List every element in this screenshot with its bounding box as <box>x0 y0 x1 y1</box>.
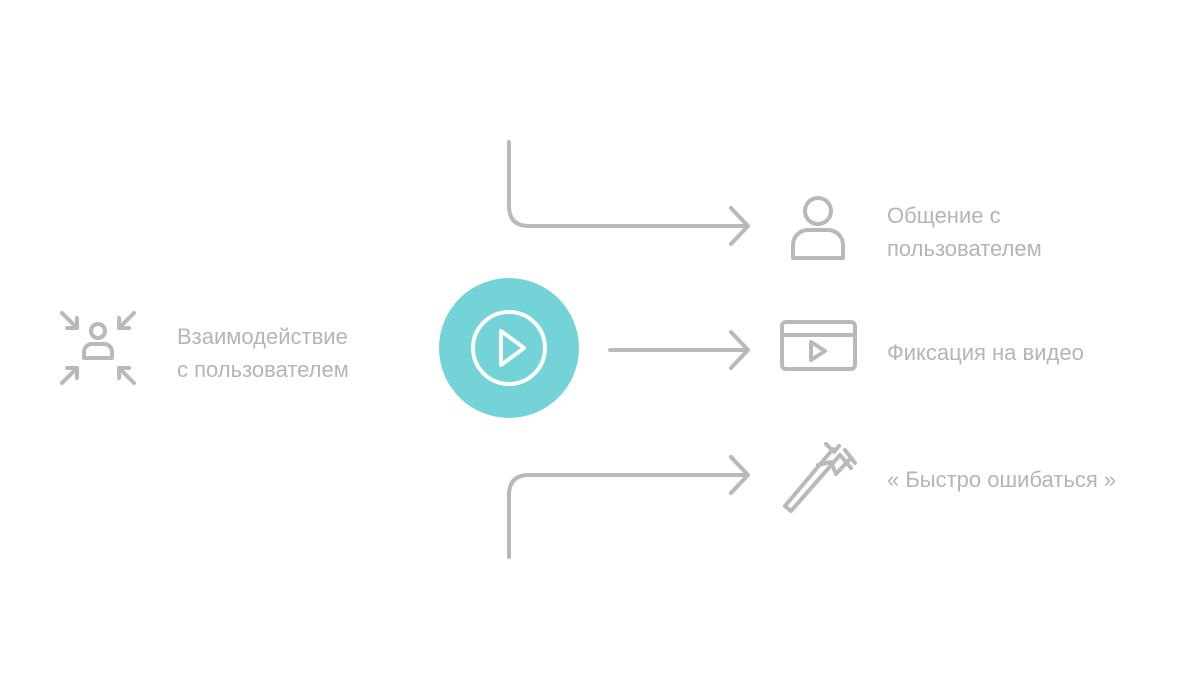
caliper-icon <box>783 442 857 513</box>
output-label-communication-line-1: Общение с <box>887 203 1001 228</box>
play-button[interactable] <box>439 278 579 418</box>
arrowhead-top <box>729 206 750 246</box>
arrowhead-middle <box>729 330 750 370</box>
play-icon <box>439 278 579 418</box>
connector-bottom <box>507 473 748 559</box>
video-player-icon <box>780 320 857 371</box>
left-label: Взаимодействие с пользователем <box>177 320 349 386</box>
output-label-video-line-1: Фиксация на видео <box>887 340 1084 365</box>
output-label-video: Фиксация на видео <box>887 336 1084 369</box>
output-label-communication-line-2: пользователем <box>887 236 1042 261</box>
output-label-fail-fast: « Быстро ошибаться » <box>887 463 1116 496</box>
output-label-communication: Общение с пользователем <box>887 199 1042 265</box>
user-converge-icon <box>60 311 136 385</box>
connector-top <box>507 140 748 228</box>
left-label-line-1: Взаимодействие <box>177 324 348 349</box>
arrowhead-bottom <box>729 455 750 495</box>
output-label-fail-fast-line-1: « Быстро ошибаться » <box>887 467 1117 492</box>
user-icon <box>791 196 845 260</box>
left-label-line-2: с пользователем <box>177 357 349 382</box>
